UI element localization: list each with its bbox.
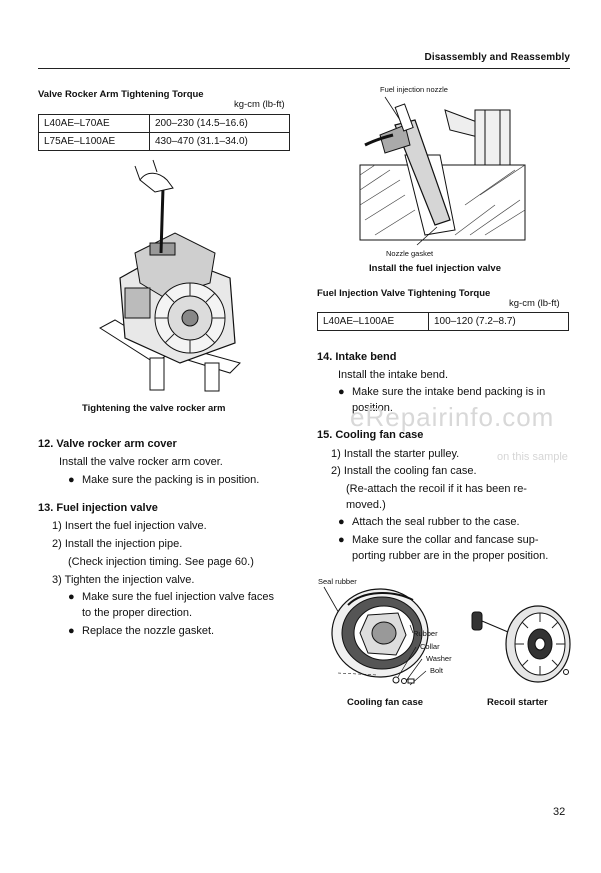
label-seal-rubber: Seal rubber: [318, 577, 357, 586]
bullet-text: Make sure the fuel injection valve faces: [82, 591, 274, 603]
bullet-dot: ●: [68, 474, 75, 486]
bullet-text: Make sure the packing is in position.: [82, 474, 260, 486]
table-cell-value: 100–120 (7.2–8.7): [428, 312, 569, 331]
page-number: 32: [553, 806, 566, 818]
table-row: L40AE–L100AE 100–120 (7.2–8.7): [317, 312, 569, 331]
rocker-torque-title: Valve Rocker Arm Tightening Torque: [38, 89, 204, 100]
table-cell-value: 200–230 (14.5–16.6): [149, 114, 290, 133]
page-header: Disassembly and Reassembly: [424, 52, 570, 63]
watermark-main: eRepairinfo.com: [350, 402, 555, 432]
table-cell-model: L40AE–L100AE: [317, 312, 429, 331]
section-15-step-1: 1) Install the starter pulley.: [331, 448, 460, 460]
section-13-step-2-note: (Check injection timing. See page 60.): [68, 556, 254, 568]
section-13-step-3: 3) Tighten the injection valve.: [52, 574, 195, 586]
section-13-bullet-1-cont: to the proper direction.: [82, 607, 193, 619]
section-14-bullet-cont: position.: [352, 402, 393, 414]
cooling-fan-case-illustration: [323, 586, 429, 686]
recoil-starter-illustration: [471, 605, 571, 683]
label-washer: Washer: [426, 654, 452, 663]
section-15-step-2: 2) Install the cooling fan case.: [331, 465, 477, 477]
left-figure-caption: Tightening the valve rocker arm: [82, 403, 226, 414]
bullet-dot: ●: [68, 591, 75, 603]
engine-illustration: [99, 159, 241, 392]
section-15-step-2-note-cont: moved.): [346, 499, 386, 511]
caption-cooling-fan-case: Cooling fan case: [347, 697, 424, 708]
label-bolt: Bolt: [430, 666, 443, 675]
section-13-heading: 13. Fuel injection valve: [38, 502, 158, 514]
table-cell-value: 430–470 (31.1–34.0): [149, 132, 290, 151]
section-13-bullet-1: ● Make sure the fuel injection valve face…: [68, 589, 274, 606]
bullet-dot: ●: [68, 625, 75, 637]
right-figure-caption: Install the fuel injection valve: [369, 263, 501, 274]
caption-recoil-starter: Recoil starter: [487, 697, 548, 708]
bullet-text: Attach the seal rubber to the case.: [352, 516, 520, 528]
label-rubber: Rubber: [413, 629, 438, 638]
section-14-bullet: ● Make sure the intake bend packing is in: [338, 384, 545, 401]
bullet-dot: ●: [338, 534, 345, 546]
section-13-step-2: 2) Install the injection pipe.: [52, 538, 183, 550]
bullet-dot: ●: [338, 516, 345, 528]
section-15-heading: 15. Cooling fan case: [317, 429, 424, 441]
injection-torque-unit: kg-cm (lb-ft): [509, 298, 560, 309]
bullet-text: Make sure the collar and fancase sup-: [352, 534, 539, 546]
table-cell-model: L40AE–L70AE: [38, 114, 150, 133]
section-15-bullet-2-cont: porting rubber are in the proper positio…: [352, 550, 549, 562]
rocker-torque-unit: kg-cm (lb-ft): [234, 99, 285, 110]
label-collar: Collar: [420, 642, 440, 651]
header-rule: [38, 68, 570, 69]
label-fuel-injection-nozzle: Fuel injection nozzle: [380, 85, 448, 94]
injection-torque-title: Fuel Injection Valve Tightening Torque: [317, 288, 491, 299]
table-row: L75AE–L100AE 430–470 (31.1–34.0): [38, 132, 290, 151]
bullet-dot: ●: [338, 386, 345, 398]
bullet-text: Make sure the intake bend packing is in: [352, 386, 546, 398]
bullet-text: Replace the nozzle gasket.: [82, 625, 215, 637]
section-12-bullet: ● Make sure the packing is in position.: [68, 472, 259, 489]
section-15-bullet-1: ● Attach the seal rubber to the case.: [338, 514, 520, 531]
section-15-step-2-note: (Re-attach the recoil if it has been re-: [346, 483, 527, 495]
section-13-bullet-2: ● Replace the nozzle gasket.: [68, 623, 214, 640]
rocker-torque-table: L40AE–L70AE 200–230 (14.5–16.6) L75AE–L1…: [38, 114, 290, 151]
section-12-heading: 12. Valve rocker arm cover: [38, 438, 177, 450]
table-cell-model: L75AE–L100AE: [38, 132, 150, 151]
injection-torque-table: L40AE–L100AE 100–120 (7.2–8.7): [317, 312, 569, 331]
table-row: L40AE–L70AE 200–230 (14.5–16.6): [38, 114, 290, 133]
injection-valve-illustration: [359, 96, 526, 246]
section-15-bullet-2: ● Make sure the collar and fancase sup-: [338, 532, 539, 549]
section-14-heading: 14. Intake bend: [317, 351, 397, 363]
section-13-step-1: 1) Insert the fuel injection valve.: [52, 520, 207, 532]
watermark-sub: on this sample: [497, 451, 568, 463]
section-12-text: Install the valve rocker arm cover.: [59, 456, 223, 468]
section-14-text: Install the intake bend.: [338, 369, 449, 381]
label-nozzle-gasket: Nozzle gasket: [386, 249, 434, 258]
